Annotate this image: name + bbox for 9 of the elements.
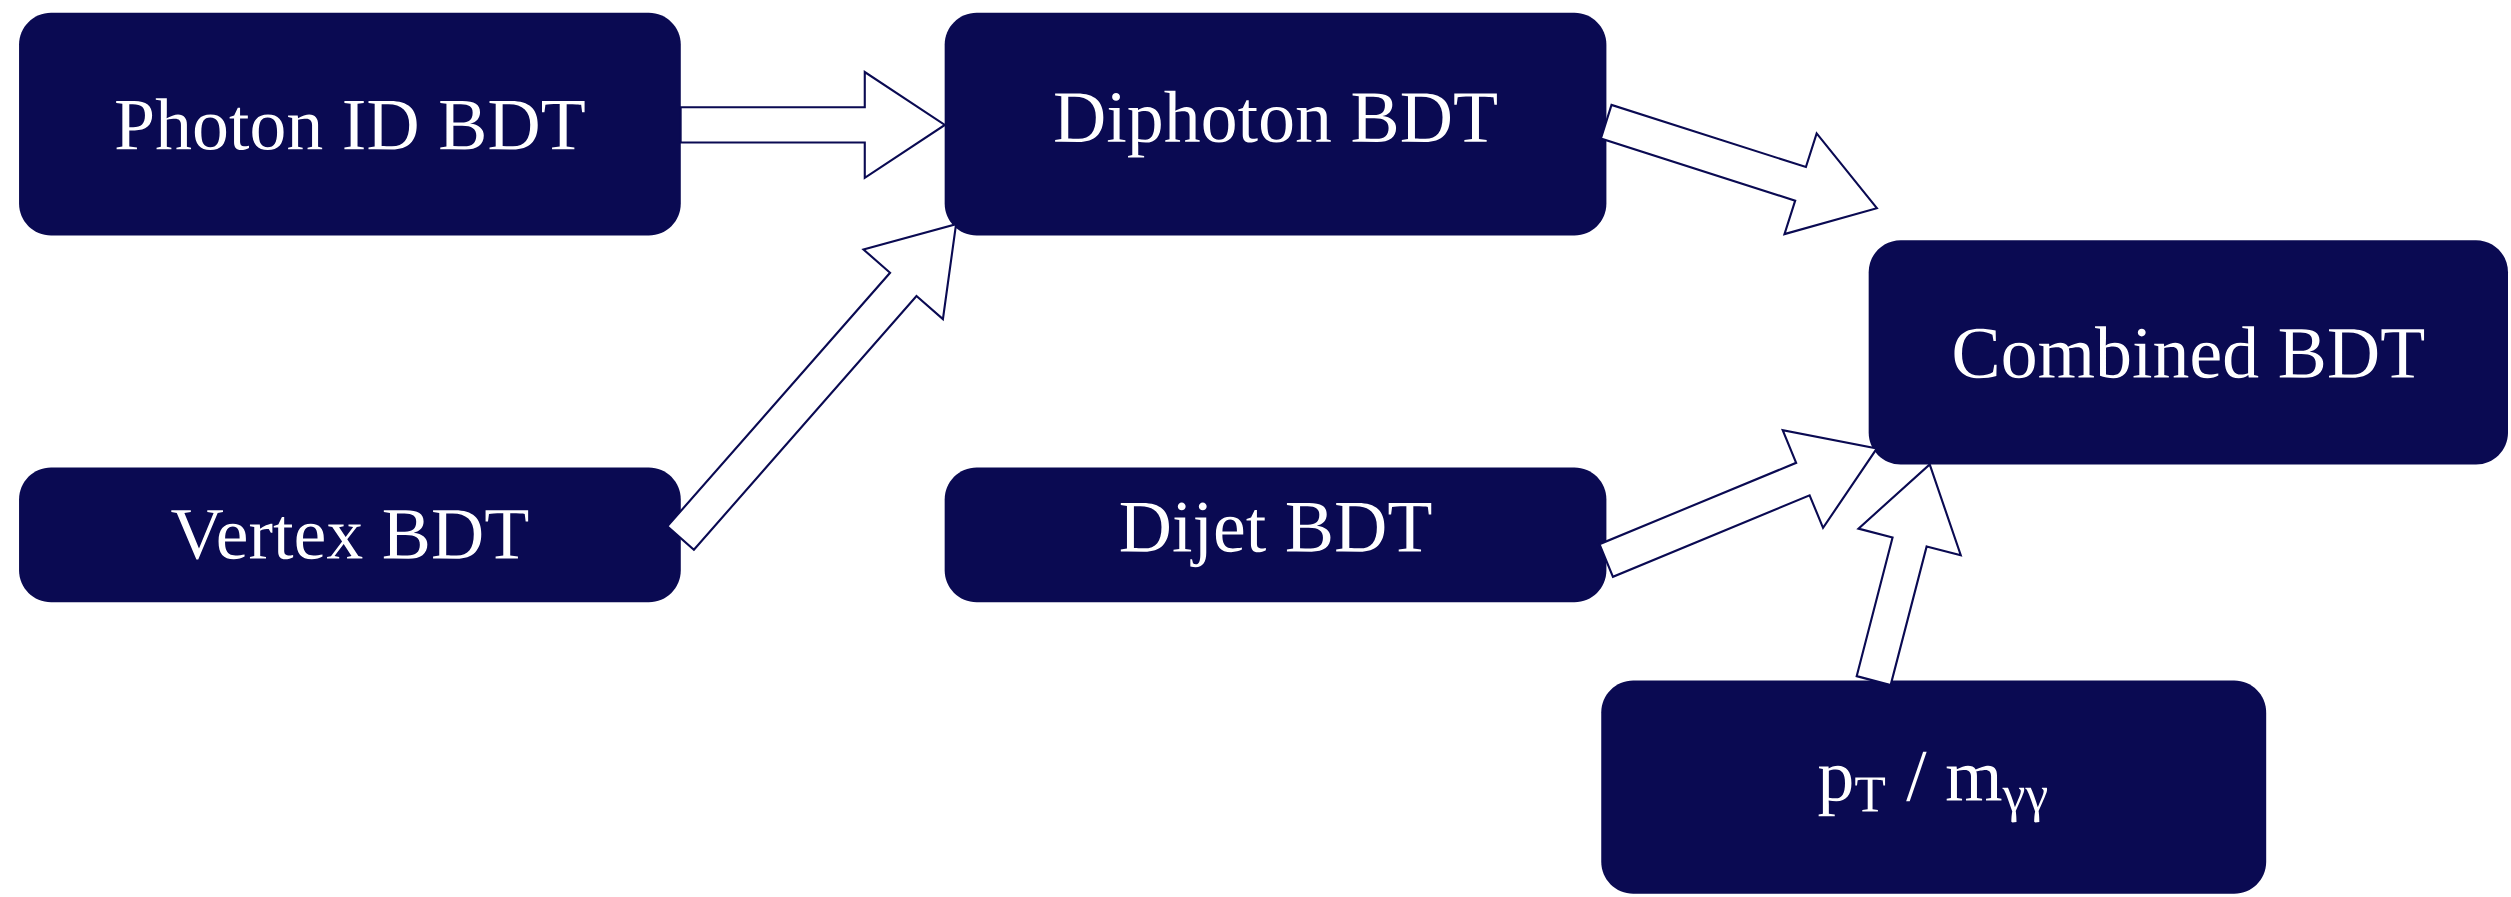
process-box: p$_{T}$ / m$_{γγ}$ xyxy=(1601,680,2267,894)
block-arrow xyxy=(679,70,947,180)
process-box: Diphoton BDT xyxy=(944,12,1607,236)
block-arrow xyxy=(1855,462,1963,687)
process-box: Vertex BDT xyxy=(19,467,681,603)
process-box: Dijet BDT xyxy=(944,467,1607,603)
process-box: Combined BDT xyxy=(1868,240,2508,465)
process-box: Photon ID BDT xyxy=(19,12,681,236)
block-arrow xyxy=(1599,103,1879,236)
